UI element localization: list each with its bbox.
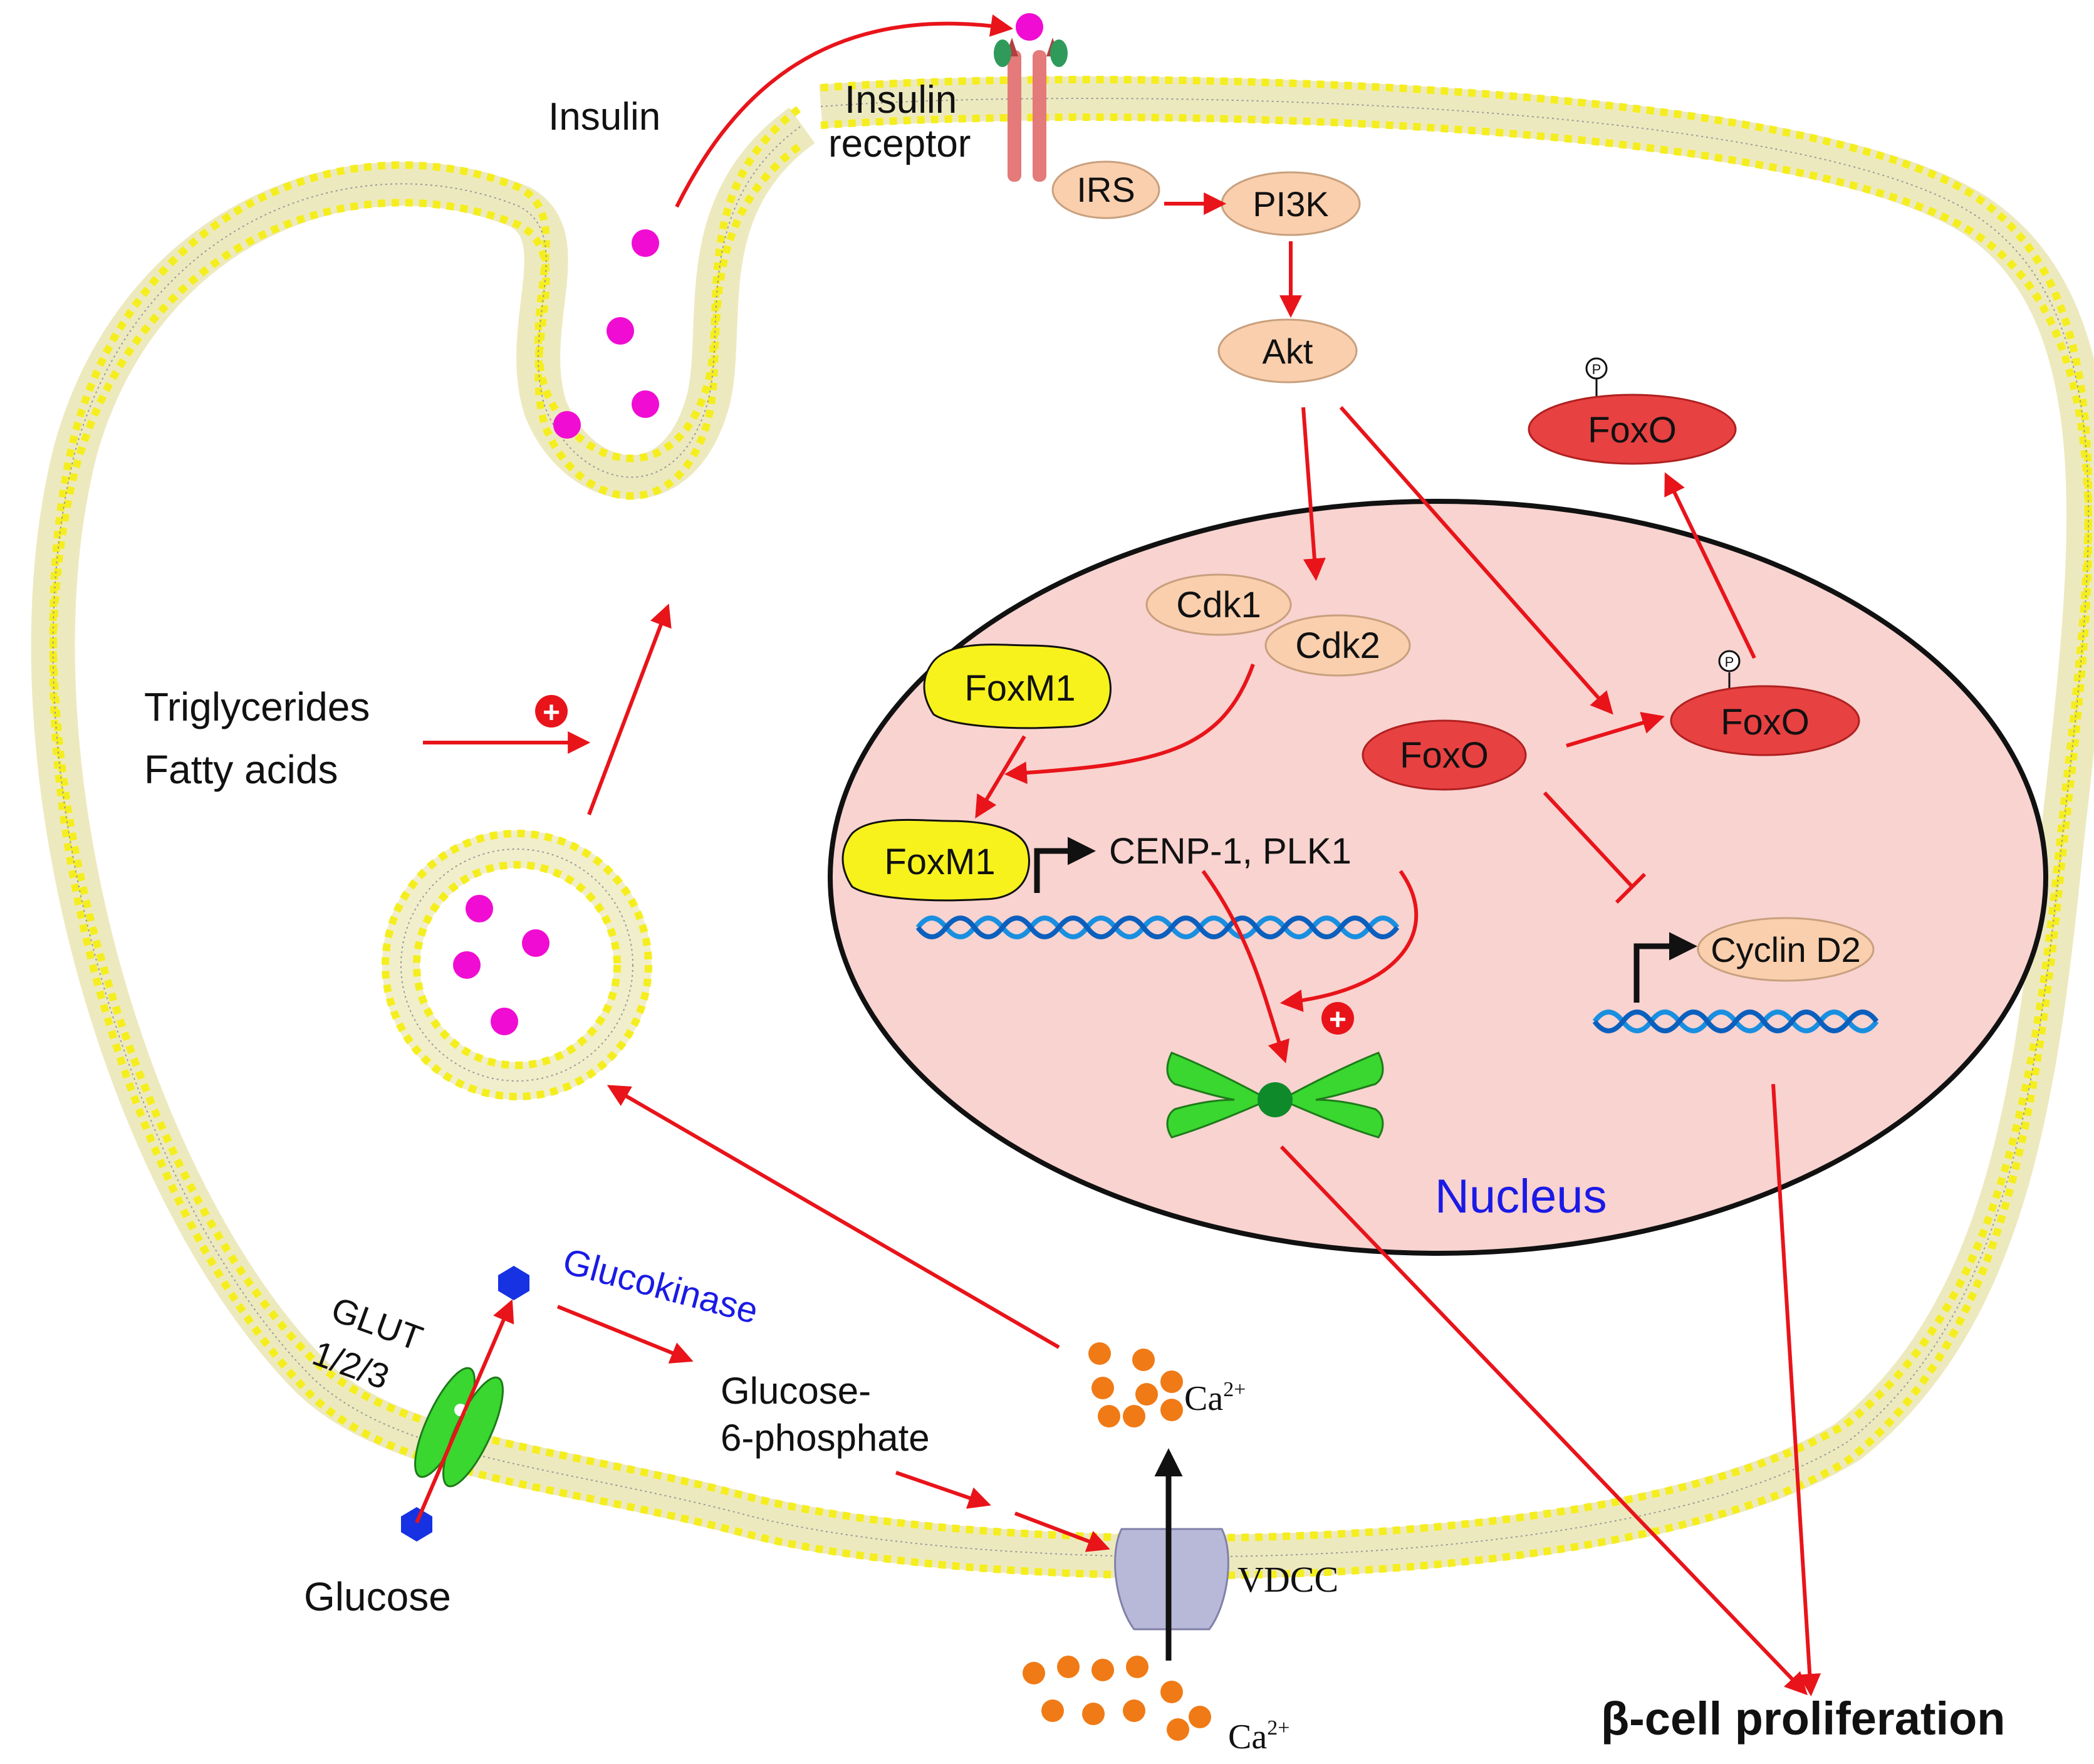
foxm1-top-node: FoxM1 — [923, 644, 1112, 729]
dna-helix-right — [1592, 1010, 1879, 1033]
svg-text:Cdk1: Cdk1 — [1176, 585, 1261, 625]
svg-text:+: + — [543, 696, 560, 729]
cyclin-d2-promoter — [1633, 932, 1697, 1003]
svg-text:Cdk2: Cdk2 — [1295, 625, 1380, 666]
fatty-acids-label: Fatty acids — [144, 747, 338, 792]
irs-node: IRS — [1051, 160, 1160, 219]
glucose-inside-icon — [498, 1266, 529, 1300]
g6p-label-1: Glucose- — [721, 1370, 871, 1412]
calcium-outside-label: Ca2+ — [1228, 1716, 1289, 1756]
cdk1-node: Cdk1 — [1145, 573, 1292, 636]
insulin-receptor-label-2: receptor — [828, 122, 971, 165]
glut-transporter — [414, 1367, 504, 1488]
cenp-plk-promoter: CENP-1, PLK1 — [1034, 831, 1352, 893]
svg-text:FoxM1: FoxM1 — [884, 842, 995, 882]
cenp-plk-label: CENP-1, PLK1 — [1109, 831, 1352, 872]
g6p-label-2: 6-phosphate — [721, 1417, 930, 1459]
insulin-bound — [1016, 13, 1043, 41]
foxo-cytoplasm-node: P FoxO — [1528, 357, 1737, 465]
svg-text:FoxO: FoxO — [1400, 735, 1489, 776]
insulin-vesicle — [382, 830, 652, 1100]
cyclin-d2-node: Cyclin D2 — [1697, 917, 1875, 982]
beta-cell-proliferation-label: β-cell proliferation — [1601, 1693, 2005, 1745]
svg-text:Akt: Akt — [1263, 331, 1313, 371]
insulin-receptor-label-1: Insulin — [845, 78, 957, 122]
calcium-outside — [1023, 1656, 1211, 1741]
cdk2-node: Cdk2 — [1264, 614, 1411, 677]
svg-text:FoxM1: FoxM1 — [964, 668, 1075, 709]
triglycerides-label: Triglycerides — [144, 684, 370, 729]
akt-node: Akt — [1217, 318, 1358, 384]
plus-nucleus-icon: + — [1321, 1002, 1354, 1036]
foxo-nucleus-node: FoxO — [1362, 719, 1527, 791]
svg-text:FoxO: FoxO — [1588, 410, 1677, 451]
pi3k-node: PI3K — [1221, 171, 1361, 236]
chromosome-icon — [1166, 1052, 1384, 1139]
calcium-inside-label: Ca2+ — [1184, 1378, 1246, 1418]
svg-text:Cyclin D2: Cyclin D2 — [1711, 930, 1861, 969]
pathway-arrows — [415, 14, 1821, 1697]
insulin-granule — [522, 929, 550, 957]
phospho-mark: P — [1725, 654, 1734, 670]
insulin-granule — [491, 1008, 518, 1035]
svg-text:IRS: IRS — [1076, 170, 1135, 209]
insulin-granule — [453, 951, 481, 979]
phospho-mark: P — [1592, 362, 1602, 377]
nucleus-label: Nucleus — [1435, 1170, 1607, 1223]
dna-helix-left — [915, 916, 1400, 939]
exocytosis-granules — [553, 229, 659, 439]
glucose-outside-icon — [401, 1507, 432, 1542]
cell-membrane — [31, 76, 2094, 1580]
vdcc-label: VDCC — [1237, 1559, 1338, 1600]
glucose-label: Glucose — [304, 1574, 451, 1619]
calcium-inside — [1088, 1342, 1183, 1427]
vdcc-channel — [1114, 1528, 1229, 1631]
foxm1-bottom-node: FoxM1 — [841, 818, 1030, 902]
insulin-receptor — [994, 13, 1068, 182]
svg-text:FoxO: FoxO — [1721, 702, 1810, 743]
insulin-label: Insulin — [548, 95, 660, 138]
insulin-granule — [466, 895, 493, 922]
svg-text:+: + — [1329, 1003, 1347, 1036]
plus-lipid-icon: + — [535, 695, 568, 729]
svg-text:PI3K: PI3K — [1253, 184, 1328, 224]
foxo-phospho-node: P FoxO — [1670, 650, 1860, 756]
